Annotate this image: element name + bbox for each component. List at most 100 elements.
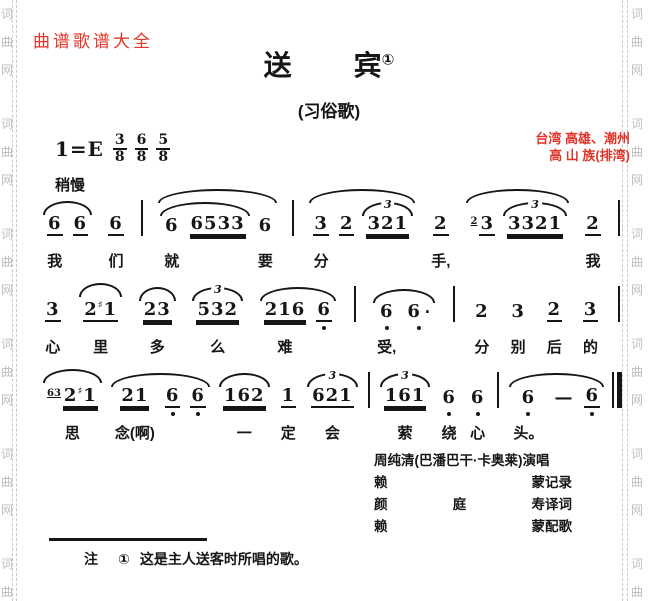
note-digits: 6 (164, 385, 181, 408)
credit-role: 演唱 (522, 453, 550, 468)
grace-note: 2 (470, 216, 478, 227)
watermark-char: 词 (0, 557, 13, 571)
note: 6 (470, 388, 486, 408)
lyric: 分 (474, 339, 490, 356)
watermark-column-left: 词曲网词曲网词曲网词曲网词曲网词曲网 (0, 0, 14, 601)
lyric: 会 (324, 425, 340, 442)
note-digits: 3 (479, 213, 495, 236)
triplet-number: 3 (398, 370, 412, 381)
note: 2♯1 (83, 296, 119, 322)
watermark-char: 网 (630, 173, 643, 187)
watermark-char: 词 (0, 227, 13, 241)
credit-role: 译词 (545, 497, 572, 512)
note-digits: 2 (585, 213, 601, 236)
song-subtitle: (习俗歌) (297, 102, 361, 121)
note: 1 (280, 385, 297, 408)
note-digits: 6 (258, 215, 273, 236)
barline (617, 286, 620, 322)
lyric (215, 250, 221, 274)
note-digits: 21 (120, 385, 150, 408)
lyric: 难 (277, 339, 293, 356)
credit-row: 赖蒙配歌 (374, 516, 572, 538)
lyric: 心 (45, 339, 61, 356)
note: 6 (379, 302, 395, 322)
origin-line-2: 高 山 族(排湾) (549, 148, 630, 163)
watermark-char: 曲 (0, 255, 13, 269)
meter-numerator: 3 (112, 132, 127, 150)
watermark-char: 词 (0, 337, 13, 351)
note: 2 (474, 302, 490, 322)
credit-name-char: 庭 (452, 497, 467, 512)
note: 6 (72, 214, 89, 236)
note-cell: 6 (316, 300, 332, 360)
lyric: 我 (585, 253, 601, 270)
triplet-number: 3 (528, 199, 542, 210)
credit-name-char: 赖 (374, 475, 388, 490)
song-title-right: 宾 (353, 50, 382, 81)
note-digits: 1 (280, 385, 297, 408)
note: 621 (311, 386, 354, 408)
note-digits: 6 (470, 387, 485, 408)
lyric: 们 (108, 253, 124, 270)
credit-name-char: 赖 (374, 519, 388, 534)
note: 3 (510, 302, 526, 322)
barline (140, 200, 143, 236)
lyric: 萦 (397, 425, 413, 442)
low-octave-dot (590, 412, 595, 416)
meter-denominator: 8 (136, 149, 147, 165)
note: 6 (441, 388, 457, 408)
note: 3 (313, 214, 329, 236)
watermark-char: 网 (0, 173, 13, 187)
note: 321 (366, 214, 410, 236)
low-octave-dot (384, 326, 389, 330)
watermark-char: 网 (630, 503, 643, 517)
lyric: 心 (470, 425, 486, 442)
note-digits: 3 (313, 213, 329, 236)
note-digits: 161 (383, 385, 427, 408)
watermark-char: 网 (0, 503, 13, 517)
lyric: 一 (236, 425, 252, 442)
note-cell: 162 一 (222, 386, 266, 446)
note-cell: 161 萦 (383, 385, 427, 446)
note-digits: 2 (338, 213, 355, 236)
sharp-sign: ♯ (97, 300, 104, 311)
lyric: 别 (510, 339, 526, 356)
lyric: 定 (280, 425, 296, 442)
lyric: 手, (431, 253, 451, 270)
note-cell: 621 会 (311, 386, 354, 446)
note-digits: 23 (142, 299, 172, 322)
note-digits: 6 (442, 387, 456, 408)
note: 162 (222, 386, 266, 408)
lyric (195, 422, 201, 446)
note-digits: 3 (582, 299, 599, 322)
credit-name: 赖蒙 (374, 472, 545, 494)
lyric: 的 (582, 339, 598, 356)
note-digits: — (554, 387, 574, 408)
note-digits: 6 (316, 299, 332, 322)
lyric: 么 (210, 339, 226, 356)
note: 3321 (506, 214, 564, 236)
note: 6 (164, 385, 181, 408)
lyric: 里 (93, 339, 109, 356)
watermark-char: 曲 (0, 475, 13, 489)
watermark-char: 网 (0, 393, 13, 407)
note: 6 (521, 388, 537, 408)
note-digits: 6 (379, 301, 394, 322)
triplet-number: 3 (210, 284, 225, 295)
credit-role: 记录 (545, 475, 572, 490)
credit-row: 颜庭寿译词 (374, 494, 572, 516)
note-cell: 2♯1 里 (83, 296, 119, 360)
note: 6 (584, 386, 600, 408)
credits-block: 周纯清(巴潘巴干·卡奥莱)演唱赖蒙记录颜庭寿译词赖蒙配歌 (374, 450, 572, 538)
meter-denominator: 8 (158, 149, 169, 165)
